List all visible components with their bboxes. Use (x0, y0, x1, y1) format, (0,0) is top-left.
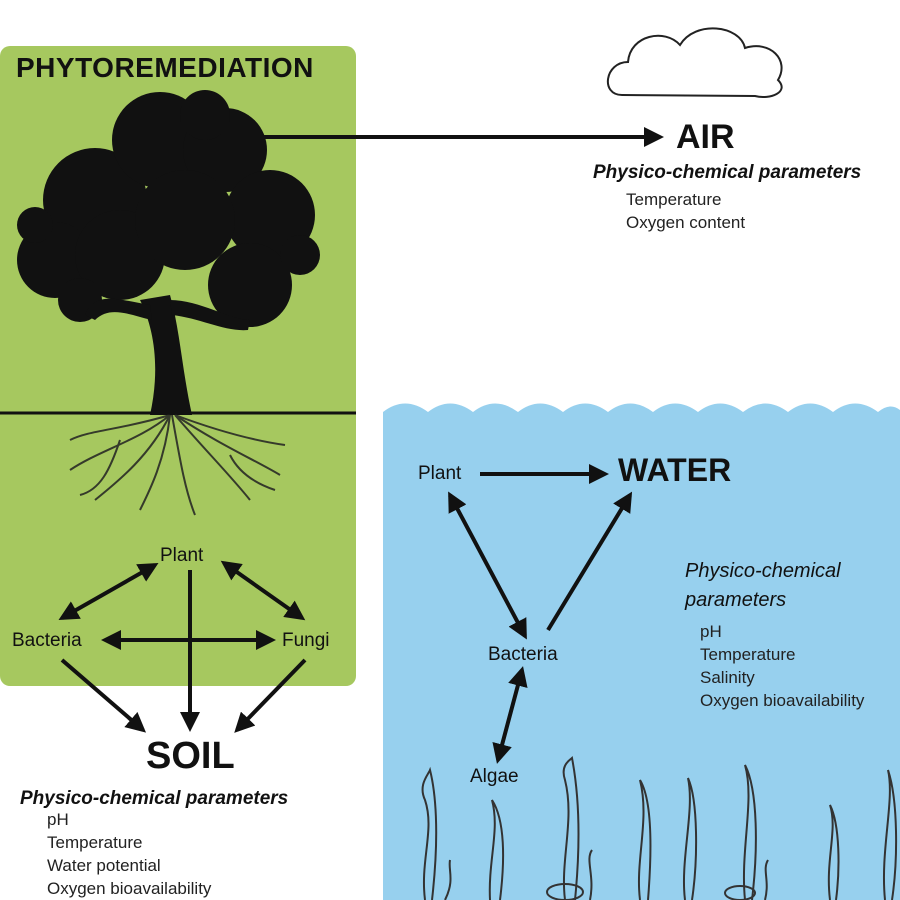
seaweed-icon (421, 755, 898, 900)
list-item: Salinity (700, 668, 755, 687)
water-params-title-line1: Physico-chemical (685, 560, 841, 582)
air-params-list: Temperature Oxygen content (626, 188, 745, 234)
wave-line (383, 400, 900, 412)
soil-label: SOIL (146, 735, 235, 777)
water-arrows (448, 464, 633, 764)
water-bacteria-node: Bacteria (488, 644, 558, 665)
list-item: pH (47, 810, 69, 829)
list-item: Temperature (700, 645, 796, 664)
list-item: Oxygen bioavailability (47, 879, 212, 898)
list-item: pH (700, 622, 722, 641)
soil-fungi-node: Fungi (282, 630, 330, 651)
list-item: Water potential (47, 856, 161, 875)
water-params-title-line2: parameters (685, 589, 787, 611)
cloud-icon (606, 27, 783, 98)
water-panel (383, 400, 900, 900)
water-algae-node: Algae (470, 766, 519, 787)
list-item: Temperature (626, 190, 722, 209)
list-item: Oxygen bioavailability (700, 691, 865, 710)
air-params-title: Physico-chemical parameters (593, 162, 862, 183)
water-plant-node: Plant (418, 463, 462, 484)
air-label: AIR (676, 118, 735, 156)
tree-icon (17, 90, 320, 516)
water-params-list: pH Temperature Salinity Oxygen bioavaila… (700, 620, 864, 712)
soil-plant-node: Plant (160, 545, 204, 566)
page-title: PHYTOREMEDIATION (16, 52, 314, 83)
water-label: WATER (618, 452, 732, 488)
soil-params-list: pH Temperature Water potential Oxygen bi… (47, 808, 211, 900)
list-item: Oxygen content (626, 213, 746, 232)
soil-arrows (58, 560, 307, 733)
soil-params-title: Physico-chemical parameters (20, 788, 289, 809)
list-item: Temperature (47, 833, 143, 852)
soil-bacteria-node: Bacteria (12, 630, 82, 651)
